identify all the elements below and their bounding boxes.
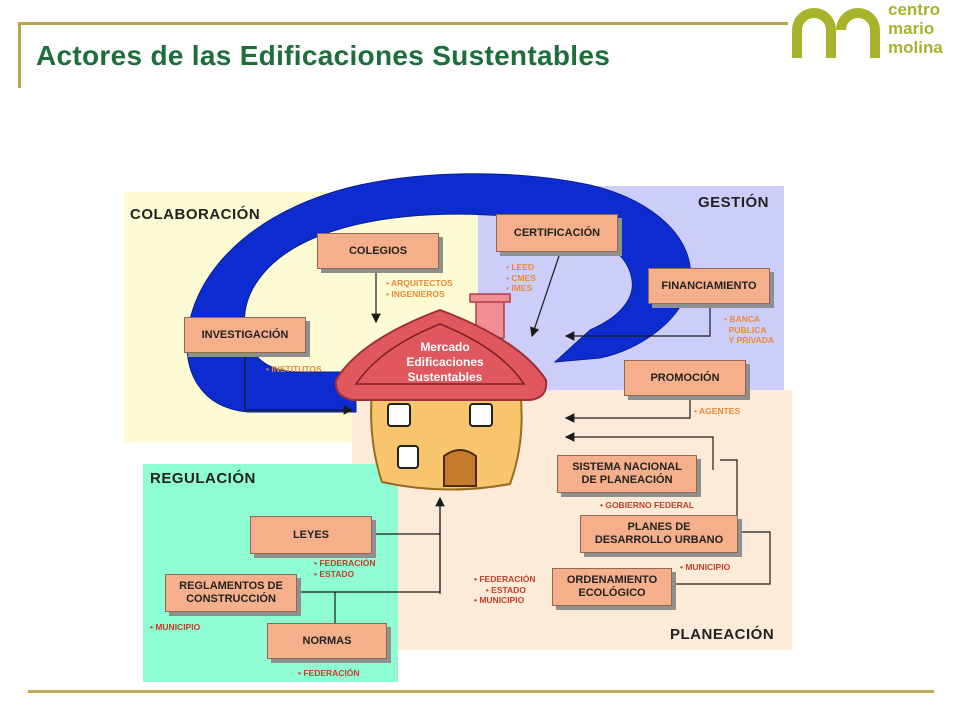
- box-ordenamiento-line1: ORDENAMIENTO: [566, 574, 658, 586]
- house-label: Mercado Edificaciones Sustentables: [370, 340, 520, 385]
- note-financiamiento: • BANCA PUBLICA Y PRIVADA: [724, 314, 775, 345]
- note-reglamentos: • MUNICIPIO: [150, 622, 201, 632]
- box-sistema-nacional: SISTEMA NACIONAL DE PLANEACIÓN: [557, 455, 697, 493]
- zone-label-gestion: GESTIÓN: [698, 194, 770, 211]
- cycle-arc-arrow: [186, 173, 691, 413]
- logo-line2: mario: [888, 19, 935, 38]
- frame-left-rule: [18, 22, 21, 88]
- frame-top-rule: [18, 22, 788, 25]
- house-label-line2: Edificaciones: [406, 355, 484, 369]
- centro-mario-molina-logo: [792, 8, 880, 58]
- zone-label-planeacion: PLANEACIÓN: [670, 626, 775, 643]
- box-investigacion: INVESTIGACIÓN: [184, 317, 306, 353]
- note-certificacion: • LEED • CMES • IMES: [506, 262, 536, 293]
- logo-line1: centro: [888, 0, 940, 19]
- box-ordenamiento-ecologico: ORDENAMIENTO ECOLÓGICO: [552, 568, 672, 606]
- logo-wordmark: centro mario molina: [888, 0, 958, 57]
- note-ordenamiento: • FEDERACIÓN • ESTADO • MUNICIPIO: [474, 574, 536, 605]
- box-ordenamiento-line2: ECOLÓGICO: [578, 587, 646, 599]
- box-financiamiento: FINANCIAMIENTO: [648, 268, 770, 304]
- box-reglamentos-line2: CONSTRUCCIÓN: [186, 593, 276, 605]
- house-label-line3: Sustentables: [407, 370, 483, 384]
- slide-title: Actores de las Edificaciones Sustentable…: [36, 40, 611, 71]
- note-planes: • MUNICIPIO: [680, 562, 731, 572]
- box-leyes: LEYES: [250, 516, 372, 554]
- logo-line3: molina: [888, 38, 943, 57]
- box-colegios: COLEGIOS: [317, 233, 439, 269]
- box-normas: NORMAS: [267, 623, 387, 659]
- box-certificacion: CERTIFICACIÓN: [496, 214, 618, 252]
- box-planes-line2: DESARROLLO URBANO: [594, 534, 724, 546]
- note-normas: • FEDERACIÓN: [298, 668, 360, 678]
- box-planes-desarrollo: PLANES DE DESARROLLO URBANO: [580, 515, 738, 553]
- box-reglamentos-line1: REGLAMENTOS DE: [179, 580, 283, 592]
- box-planes-line1: PLANES DE: [627, 521, 691, 533]
- note-colegios: • ARQUITECTOS • INGENIEROS: [386, 278, 453, 299]
- box-reglamentos: REGLAMENTOS DE CONSTRUCCIÓN: [165, 574, 297, 612]
- box-sistema-line2: DE PLANEACIÓN: [581, 474, 673, 486]
- note-sistema: • GOBIERNO FEDERAL: [600, 500, 695, 510]
- zone-label-colaboracion: COLABORACIÓN: [130, 206, 261, 223]
- frame-bottom-rule: [28, 690, 934, 693]
- box-promocion: PROMOCIÓN: [624, 360, 746, 396]
- market-house: [334, 293, 548, 491]
- connector-lines: [244, 252, 771, 624]
- note-promocion: • AGENTES: [694, 406, 741, 416]
- box-sistema-line1: SISTEMA NACIONAL: [572, 461, 682, 473]
- house-label-line1: Mercado: [420, 340, 470, 354]
- note-investigacion: • INSTITUTOS: [266, 364, 322, 374]
- note-leyes: • FEDERACIÓN • ESTADO: [314, 558, 376, 579]
- zone-label-regulacion: REGULACIÓN: [150, 470, 256, 487]
